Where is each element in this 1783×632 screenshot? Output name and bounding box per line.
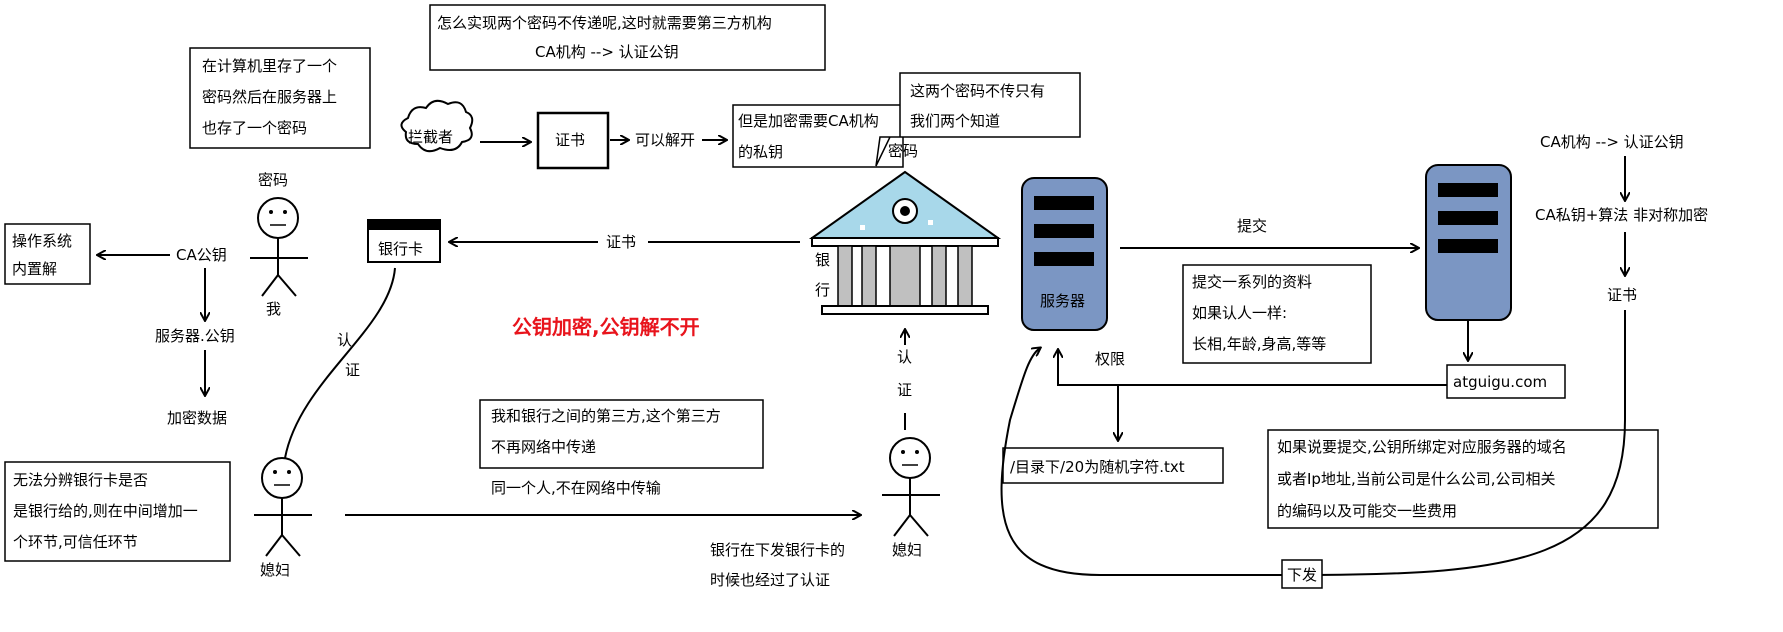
wife-right-stick-figure xyxy=(882,437,940,537)
cert-arrow-label-bg xyxy=(598,228,648,254)
arrow-permission xyxy=(1058,350,1450,386)
if-submit-note: 如果说要提交,公钥所绑定对应服务器的域名 或者Ip地址,当前公司是什么公司,公司… xyxy=(1267,429,1659,529)
ca-privkey-line2: 的私钥 xyxy=(738,143,783,161)
top-question-box: 怎么实现两个密码不传递呢,这时就需要第三方机构 CA机构 --> 认证公钥 xyxy=(429,4,826,71)
password-top-label: 密码 xyxy=(258,171,288,189)
ca-private-key-note: 但是加密需要CA机构 的私钥 xyxy=(732,104,904,168)
me-label: 我 xyxy=(266,300,281,318)
if-submit-line3: 的编码以及可能交一些费用 xyxy=(1277,502,1457,520)
domain-box: atguigu.com xyxy=(1446,364,1566,399)
certificate-label: 证书 xyxy=(555,131,585,149)
bank-card-label: 银行卡 xyxy=(378,240,423,258)
encrypt-data-label: 加密数据 xyxy=(167,409,227,427)
submit-docs-line1: 提交一系列的资料 xyxy=(1192,273,1312,291)
os-line2: 内置解 xyxy=(12,260,57,278)
cannot-tell-line3: 个环节,可信任环节 xyxy=(13,533,138,551)
server-right xyxy=(1425,164,1512,321)
auth-bank-char1: 认 xyxy=(897,348,912,366)
server-label: 服务器 xyxy=(1040,292,1085,310)
bank-building xyxy=(808,170,1002,315)
headline-red: 公钥加密,公钥解不开 xyxy=(512,315,700,339)
submit-docs-line3: 长相,年龄,身高,等等 xyxy=(1192,335,1326,353)
ca-private-algo-label: CA私钥+算法 非对称加密 xyxy=(1535,206,1708,224)
directory-file-label: /目录下/20为随机字符.txt xyxy=(1010,458,1185,476)
top-question-line2: CA机构 --> 认证公钥 xyxy=(535,43,679,61)
if-submit-line1: 如果说要提交,公钥所绑定对应服务器的域名 xyxy=(1277,438,1567,456)
stored-password-note: 在计算机里存了一个 密码然后在服务器上 也存了一个密码 xyxy=(189,47,371,149)
password-bank-label: 密码 xyxy=(888,142,918,160)
permission-label: 权限 xyxy=(1095,350,1125,368)
bank-char1: 银 xyxy=(815,251,830,269)
os-line1: 操作系统 xyxy=(12,232,72,250)
submit-docs-note: 提交一系列的资料 如果认人一样: 长相,年龄,身高,等等 xyxy=(1182,264,1372,364)
same-person-label: 同一个人,不在网络中传输 xyxy=(491,479,661,497)
arrow-issue-loop xyxy=(1000,310,1626,576)
bank-card: 银行卡 xyxy=(367,219,441,263)
two-pw-line2: 我们两个知道 xyxy=(910,112,1000,130)
ca-pubkey-label: CA公钥 xyxy=(176,246,227,264)
stored-note-line3: 也存了一个密码 xyxy=(202,119,307,137)
interceptor-label: 拦截者 xyxy=(408,128,453,146)
third-party-note: 我和银行之间的第三方,这个第三方 不再网络中传递 xyxy=(479,399,764,469)
wife-left-stick-figure xyxy=(254,457,312,557)
cert-right-label: 证书 xyxy=(1607,286,1637,304)
auth-left-char2: 证 xyxy=(345,361,360,379)
bank-char2: 行 xyxy=(815,281,830,299)
certificate-box: 证书 xyxy=(536,111,610,170)
two-passwords-note: 这两个密码不传只有 我们两个知道 xyxy=(875,72,1081,167)
cannot-tell-line1: 无法分辨银行卡是否 xyxy=(13,471,148,489)
me-stick-figure xyxy=(250,197,308,297)
os-box: 操作系统 内置解 xyxy=(4,223,91,285)
bank-issue-line2: 时候也经过了认证 xyxy=(710,571,830,589)
issue-label: 下发 xyxy=(1287,566,1317,584)
issue-label-box xyxy=(1281,559,1323,589)
if-submit-line2: 或者Ip地址,当前公司是什么公司,公司相关 xyxy=(1277,470,1555,488)
wife-right-label: 媳妇 xyxy=(892,541,922,559)
bank-issue-line1: 银行在下发银行卡的 xyxy=(710,541,845,559)
wife-left-label: 媳妇 xyxy=(260,561,290,579)
stored-note-line2: 密码然后在服务器上 xyxy=(202,88,337,106)
stored-note-line1: 在计算机里存了一个 xyxy=(202,57,337,75)
can-decrypt-label: 可以解开 xyxy=(635,131,695,149)
auth-left-char1: 认 xyxy=(337,331,352,349)
server-left: 服务器 xyxy=(1021,177,1108,331)
submit-label: 提交 xyxy=(1237,217,1267,235)
auth-bank-bg xyxy=(893,345,919,413)
two-pw-line1: 这两个密码不传只有 xyxy=(910,82,1045,100)
cert-arrow-label: 证书 xyxy=(606,233,636,251)
directory-file-box: /目录下/20为随机字符.txt xyxy=(1002,447,1224,484)
interceptor-cloud: 拦截者 xyxy=(400,99,474,153)
domain-label: atguigu.com xyxy=(1453,373,1547,391)
third-party-line1: 我和银行之间的第三方,这个第三方 xyxy=(491,407,721,425)
top-question-line1: 怎么实现两个密码不传递呢,这时就需要第三方机构 xyxy=(437,14,772,32)
cannot-tell-note: 无法分辨银行卡是否 是银行给的,则在中间增加一 个环节,可信任环节 xyxy=(4,461,231,562)
ca-privkey-line1: 但是加密需要CA机构 xyxy=(738,112,879,130)
server-pubkey-label: 服务器.公钥 xyxy=(155,327,235,345)
cannot-tell-line2: 是银行给的,则在中间增加一 xyxy=(13,502,198,520)
submit-docs-line2: 如果认人一样: xyxy=(1192,304,1287,322)
ca-auth-pubkey-label: CA机构 --> 认证公钥 xyxy=(1540,133,1684,151)
auth-bank-char2: 证 xyxy=(897,381,912,399)
third-party-line2: 不再网络中传递 xyxy=(491,438,596,456)
auth-curve-left xyxy=(284,267,396,459)
